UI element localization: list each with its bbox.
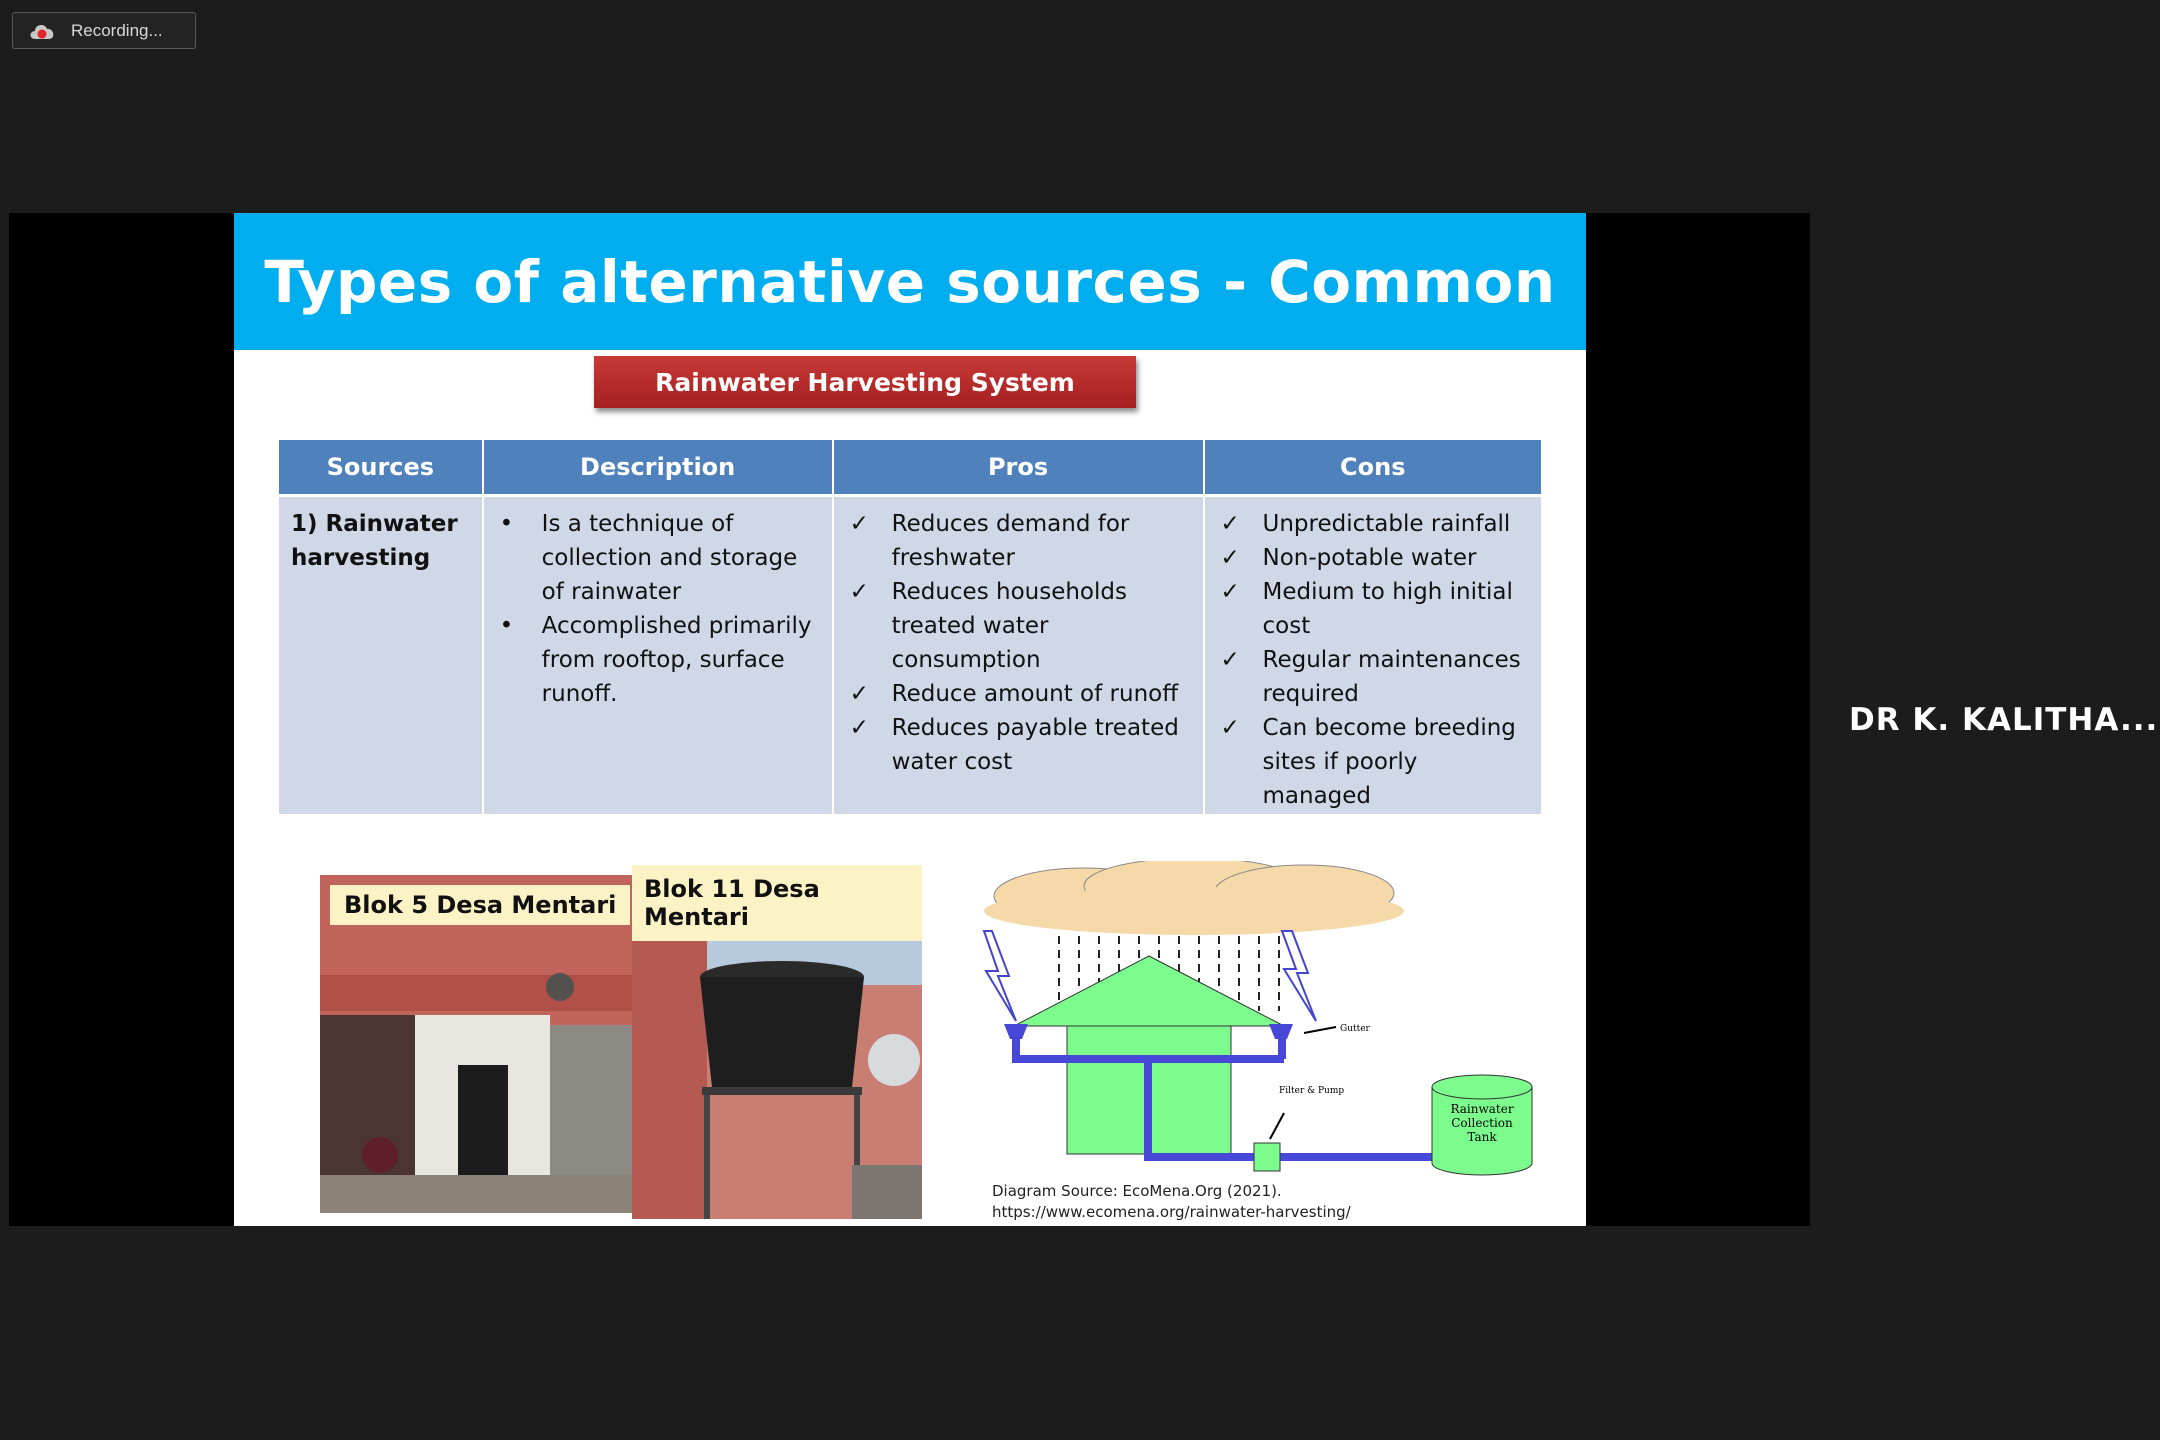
cell-description: Is a technique of collection and storage…: [482, 495, 834, 814]
cloud-icon: [984, 861, 1404, 935]
photo-blok-5: Blok 5 Desa Mentari: [320, 875, 632, 1213]
filter-label: Filter & Pump: [1279, 1086, 1344, 1096]
filter-arrow: [1269, 1112, 1285, 1140]
description-list: Is a technique of collection and storage…: [496, 507, 820, 711]
site-photos: Blok 5 Desa Mentari Blok 11 Desa Mentari: [320, 865, 922, 1219]
filter-pump-box: [1253, 1142, 1281, 1172]
gutter-label: Gutter: [1340, 1024, 1371, 1034]
description-item: Accomplished primarily from rooftop, sur…: [496, 609, 820, 711]
gutter-arrow: [1303, 1026, 1337, 1034]
description-item: Is a technique of collection and storage…: [496, 507, 820, 609]
photo-label-left: Blok 5 Desa Mentari: [330, 885, 631, 925]
rainwater-harvesting-diagram: Gutter Filter & Pump Rainwater Collectio…: [982, 861, 1533, 1176]
participant-name[interactable]: DR K. KALITHA...: [1849, 702, 2159, 738]
pros-item: Reduces payable treated water cost: [846, 711, 1191, 779]
cell-source: 1) Rainwater harvesting: [279, 495, 484, 814]
tank-label-line2: Collection: [1451, 1116, 1513, 1130]
cons-item: Medium to high initial cost: [1217, 575, 1529, 643]
cons-item: Unpredictable rainfall: [1217, 507, 1529, 541]
section-banner: Rainwater Harvesting System: [594, 356, 1136, 408]
gutter-pipes: [1004, 1024, 1432, 1161]
cons-item: Non-potable water: [1217, 541, 1529, 575]
photo-label-right: Blok 11 Desa Mentari: [632, 865, 922, 941]
table-header-row: Sources Description Pros Cons: [279, 440, 1541, 497]
cloud-record-icon: [30, 24, 54, 39]
tank-label-line3: Tank: [1467, 1130, 1497, 1144]
photo-blok-11: Blok 11 Desa Mentari: [632, 865, 922, 1219]
header-description: Description: [482, 440, 834, 497]
pros-list: Reduces demand for freshwater Reduces ho…: [846, 507, 1191, 779]
header-pros: Pros: [832, 440, 1205, 497]
diagram-source: Diagram Source: EcoMena.Org (2021). http…: [992, 1181, 1351, 1223]
recording-label: Recording...: [71, 20, 163, 40]
recording-indicator[interactable]: Recording...: [12, 12, 196, 49]
lightning-right-icon: [1280, 930, 1317, 1022]
diagram-source-line2: https://www.ecomena.org/rainwater-harves…: [992, 1203, 1351, 1221]
pros-item: Reduces households treated water consump…: [846, 575, 1191, 677]
collection-tank: [1431, 1074, 1533, 1176]
cell-cons: Unpredictable rainfall Non-potable water…: [1203, 495, 1541, 814]
slide-header: Types of alternative sources - Common: [234, 213, 1586, 350]
cell-pros: Reduces demand for freshwater Reduces ho…: [832, 495, 1205, 814]
header-cons: Cons: [1203, 440, 1541, 497]
pros-item: Reduce amount of runoff: [846, 677, 1191, 711]
cons-item: Regular maintenances required: [1217, 643, 1529, 711]
slide-title: Types of alternative sources - Common: [264, 247, 1556, 316]
sources-table: Sources Description Pros Cons 1) Rainwat…: [279, 440, 1541, 814]
header-sources: Sources: [279, 440, 484, 497]
building-photo-left: [320, 875, 632, 1213]
diagram-source-line1: Diagram Source: EcoMena.Org (2021).: [992, 1182, 1282, 1200]
cons-list: Unpredictable rainfall Non-potable water…: [1217, 507, 1529, 813]
pros-item: Reduces demand for freshwater: [846, 507, 1191, 575]
lightning-left-icon: [982, 930, 1017, 1022]
tank-label-line1: Rainwater: [1450, 1102, 1513, 1116]
presentation-slide: Types of alternative sources - Common Ra…: [234, 213, 1586, 1226]
house-roof: [1013, 955, 1285, 1027]
table-row: 1) Rainwater harvesting Is a technique o…: [279, 495, 1541, 814]
cons-item: Can become breeding sites if poorly mana…: [1217, 711, 1529, 813]
source-name: 1) Rainwater harvesting: [291, 511, 458, 571]
